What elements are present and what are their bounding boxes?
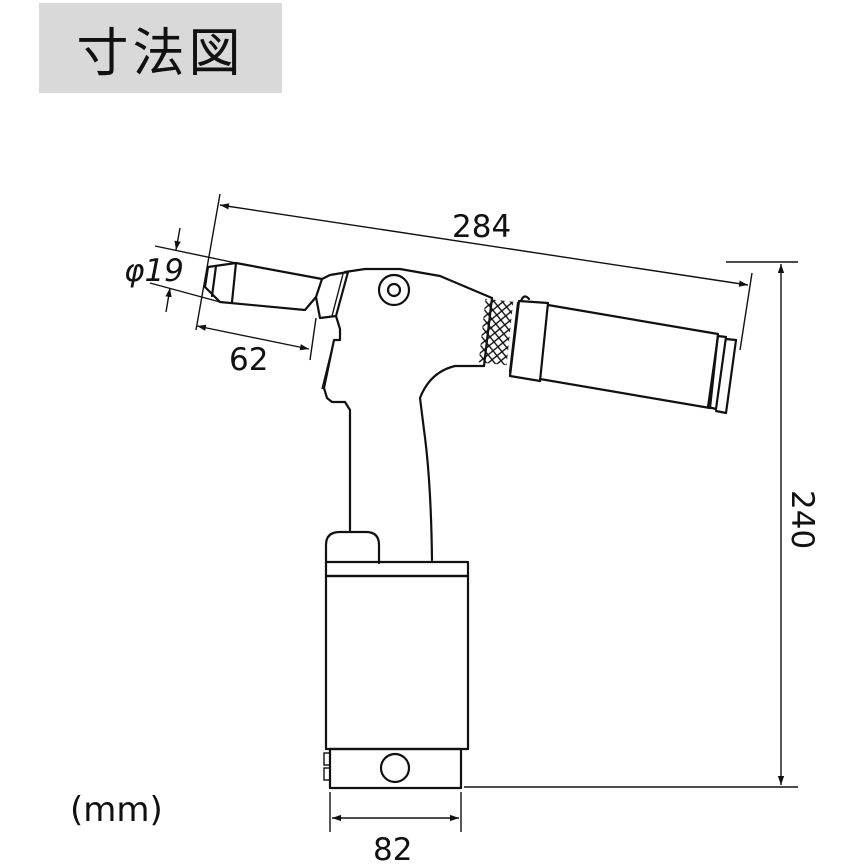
label-240: 240: [784, 490, 820, 549]
valve-knob: [377, 273, 411, 307]
label-82: 82: [373, 832, 412, 864]
label-284: 284: [452, 209, 511, 245]
rivet-gun-outline: [203, 261, 738, 790]
page-title: 寸法図: [76, 23, 245, 84]
dimension-overall-length: 284: [195, 193, 753, 351]
unit-label: (mm): [70, 790, 163, 830]
ring-collar: [508, 299, 550, 383]
grip-back: [418, 364, 486, 562]
air-inlet: [379, 752, 411, 784]
handle-cap: [324, 530, 381, 565]
head-housing: [343, 267, 494, 300]
dimension-nose-length: 62: [196, 317, 317, 378]
title-banner: 寸法図: [39, 3, 282, 93]
label-62: 62: [229, 342, 268, 378]
trigger: [322, 314, 352, 532]
cylinder-body: [538, 303, 720, 410]
nose-piece: [203, 261, 350, 320]
dimension-base-width: 82: [329, 792, 462, 864]
dimension-height: 240: [464, 261, 820, 788]
knurled-collar: [478, 298, 514, 366]
end-cap: [706, 334, 728, 411]
base-block: [323, 747, 463, 790]
label-phi19: φ19: [124, 253, 184, 289]
dimension-nose-diameter: φ19: [124, 227, 237, 313]
motor-housing: [324, 560, 470, 751]
